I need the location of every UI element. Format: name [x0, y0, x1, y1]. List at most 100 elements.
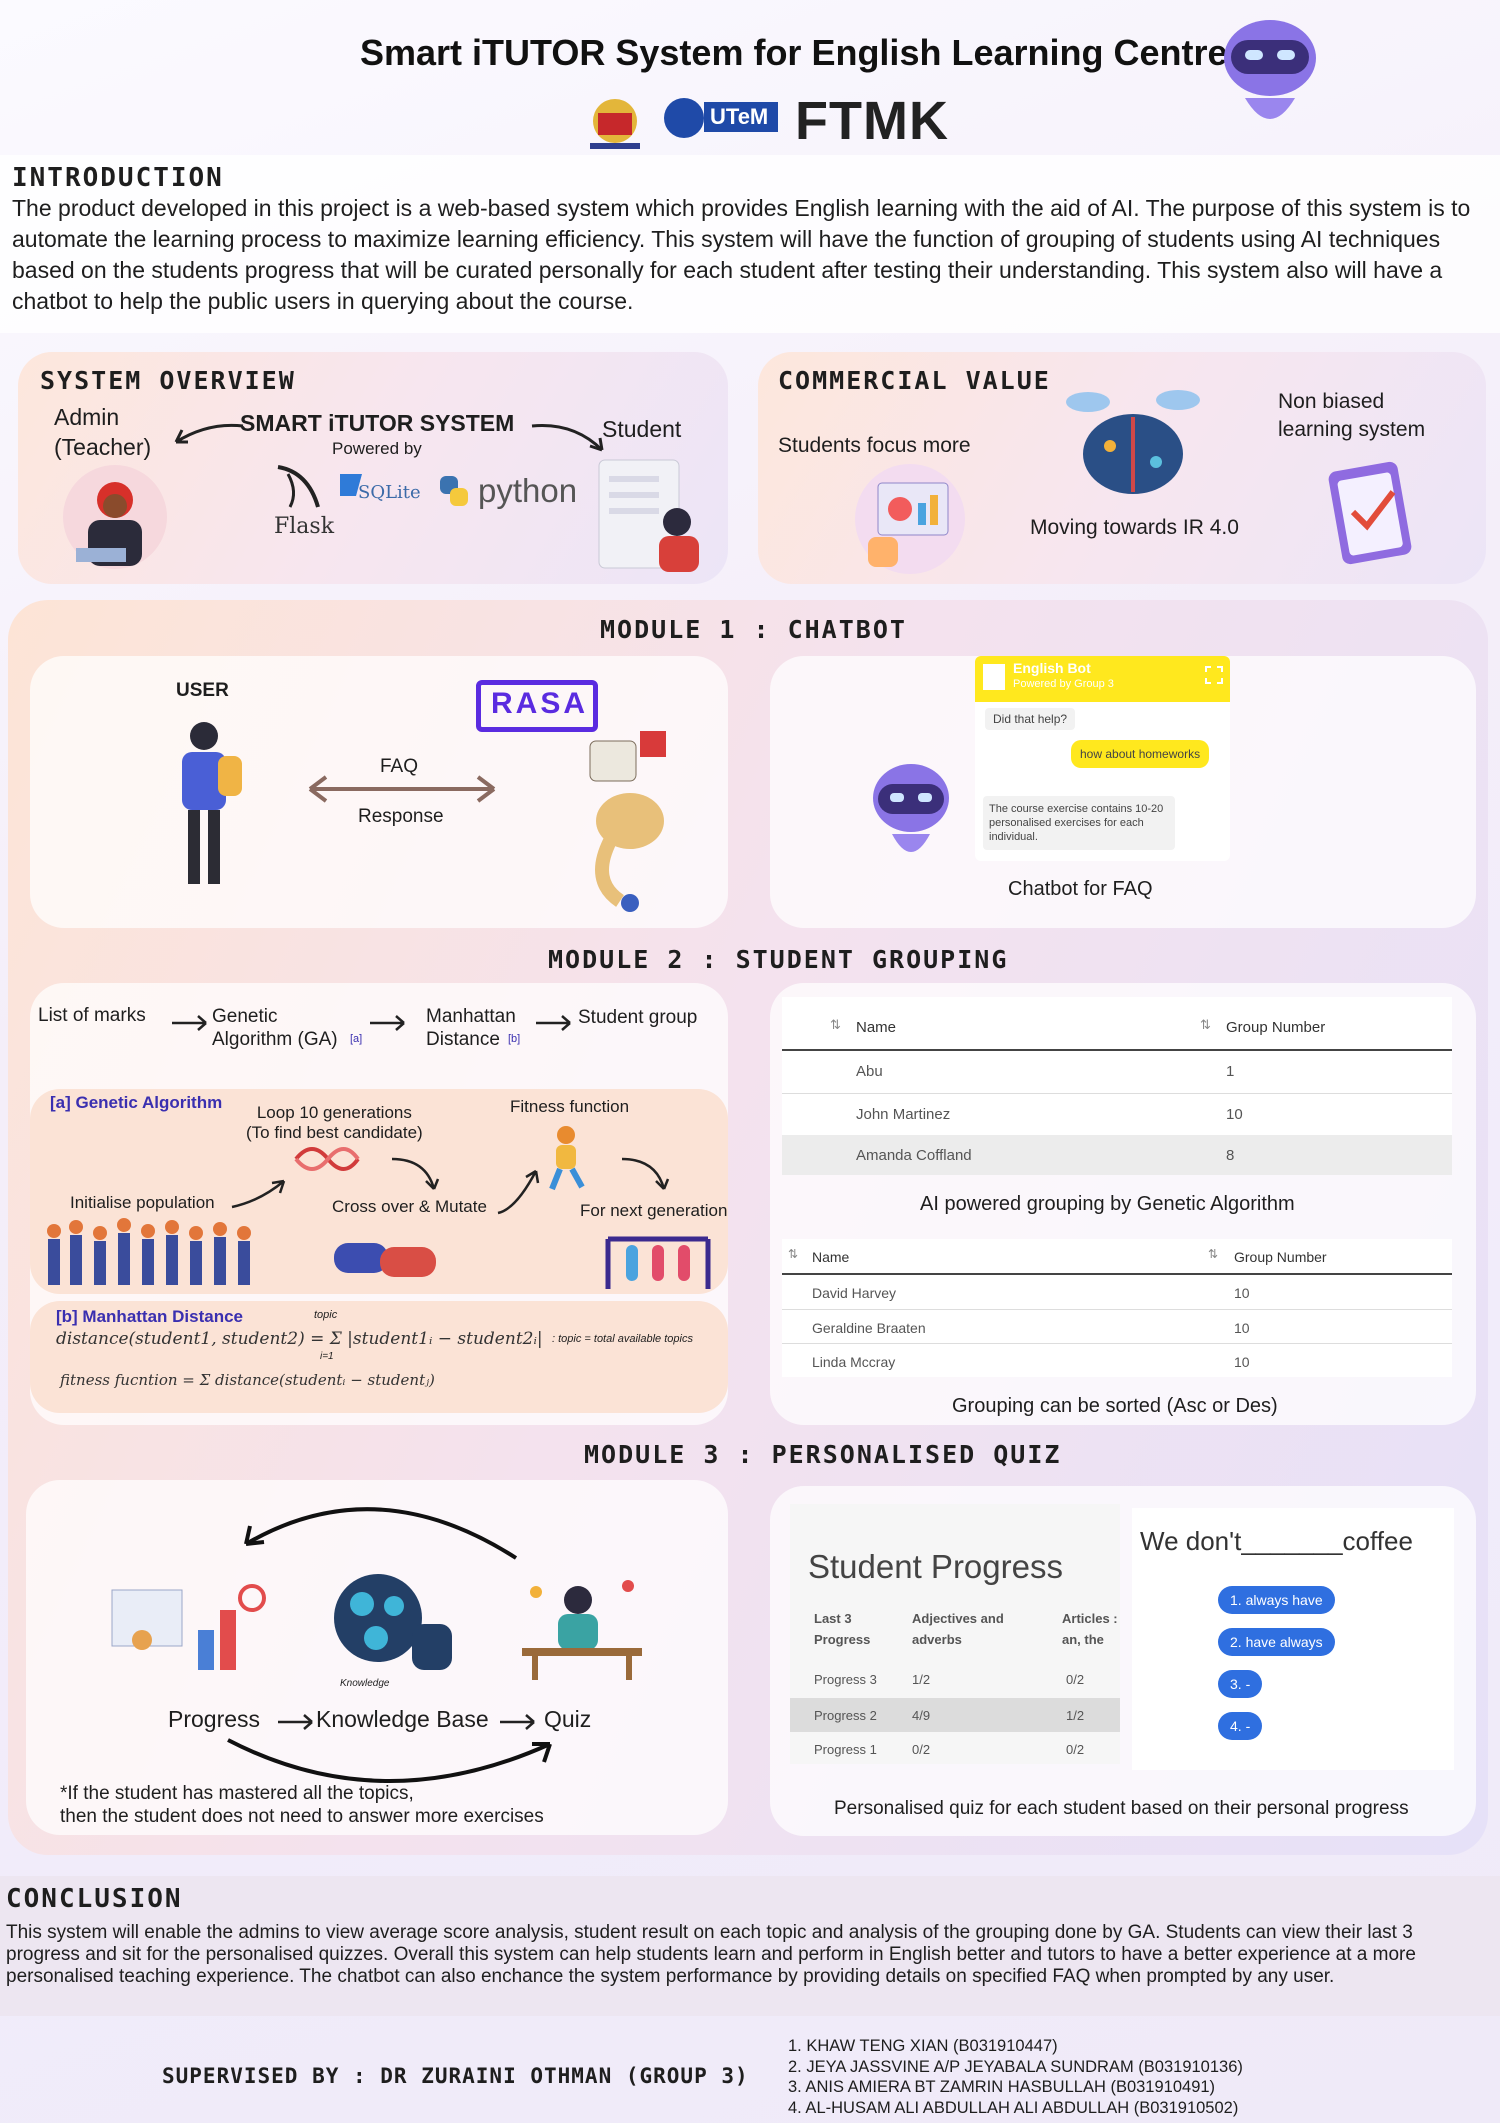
overview-heading: SYSTEM OVERVIEW [40, 366, 296, 395]
sort-icon[interactable]: ⇅ [1200, 1017, 1211, 1032]
quiz-option-3[interactable]: 3. - [1218, 1670, 1263, 1698]
commercial-value-panel: COMMERCIAL VALUE Students focus more Mov… [758, 352, 1486, 584]
team-members: 1. KHAW TENG XIAN (B031910447) 2. JEYA J… [788, 2036, 1243, 2118]
curved-arrow-icon [231, 1179, 286, 1209]
quiz-option-4[interactable]: 4. - [1218, 1712, 1263, 1740]
clipboard-check-icon [1328, 461, 1412, 565]
ga-title: [a] Genetic Algorithm [50, 1093, 223, 1112]
sp-header-art: Articles : an, the [1062, 1611, 1118, 1647]
sp-header-last3: Last 3 Progress [814, 1611, 871, 1647]
poster-title: Smart iTUTOR System for English Learning… [360, 32, 1228, 73]
row-name: John Martinez [856, 1106, 951, 1123]
response-label: Response [358, 806, 444, 827]
user-label: USER [176, 680, 229, 701]
sp-title: Student Progress [808, 1548, 1063, 1585]
md-sum-bot: i=1 [320, 1351, 334, 1362]
quiz-question: We don't_______coffee [1140, 1526, 1413, 1556]
knowledge-head-icon [334, 1574, 452, 1670]
chat-message-user: how about homeworks [1071, 740, 1210, 768]
md-title: [b] Manhattan Distance [56, 1307, 244, 1326]
python-icon [440, 476, 468, 506]
row-group: 10 [1234, 1354, 1250, 1370]
table-row: Linda Mccray 10 [782, 1343, 1452, 1378]
arrow-to-student-icon [531, 424, 604, 452]
system-name: SMART iTUTOR SYSTEM [240, 410, 515, 436]
member-1: 1. KHAW TENG XIAN (B031910447) [788, 2037, 1058, 2055]
table-row: Abu 1 [782, 1051, 1452, 1091]
chat-bot-avatar [983, 664, 1005, 690]
md-note: : topic = total available topics [552, 1333, 693, 1345]
sp-row-art: 1/2 [1066, 1708, 1085, 1723]
chat-message-bot-1: Did that help? [985, 708, 1076, 730]
quiz-option-2[interactable]: 2. have always [1218, 1628, 1335, 1656]
utem-logo-text: UTeM [710, 104, 769, 129]
table2-caption: Grouping can be sorted (Asc or Des) [952, 1395, 1278, 1417]
quiz-footnote: *If the student has mastered all the top… [60, 1783, 544, 1827]
progress-illustration-icon [111, 1584, 266, 1670]
row-name: Geraldine Braaten [812, 1320, 926, 1336]
sort-icon[interactable]: ⇅ [1208, 1247, 1219, 1261]
row-group: 10 [1234, 1320, 1250, 1336]
manhattan-box: [b] Manhattan Distance topic distance(st… [30, 1301, 728, 1413]
table2-header-group[interactable]: Group Number [1234, 1249, 1327, 1265]
row-name: Amanda Coffland [856, 1147, 972, 1164]
focus-illustration-icon [855, 464, 965, 574]
flow-arrow-icon [172, 1015, 207, 1031]
quiz-desk-icon [522, 1580, 642, 1680]
loop-arrow-icon [244, 1507, 518, 1560]
curved-arrow-icon [497, 1169, 540, 1215]
introduction-heading: INTRODUCTION [12, 163, 224, 193]
commercial-heading: COMMERCIAL VALUE [778, 366, 1051, 395]
rasa-bot-illustration-icon [589, 731, 666, 912]
student-progress-card: Student Progress Last 3 Progress Adjecti… [790, 1504, 1120, 1764]
flask-icon [277, 465, 320, 508]
quiz-screenshot-panel: Student Progress Last 3 Progress Adjecti… [770, 1486, 1476, 1836]
python-label: python [478, 472, 578, 509]
crest-logo [580, 95, 650, 153]
return-arrow-icon [227, 1738, 552, 1783]
sp-row-label: Progress 2 [814, 1708, 877, 1723]
sort-icon[interactable]: ⇅ [830, 1017, 841, 1032]
member-2: 2. JEYA JASSVINE A/P JEYABALA SUNDRAM (B… [788, 2057, 1243, 2076]
flow-step-group: Student group [578, 1007, 698, 1028]
sp-row-adj: 0/2 [912, 1742, 931, 1757]
faq-label: FAQ [380, 756, 419, 777]
student-label: Student [602, 416, 682, 442]
grouping-flow-panel: List of marks Genetic Algorithm (GA) [a]… [30, 983, 728, 1425]
quiz-option-1[interactable]: 1. always have [1218, 1586, 1335, 1614]
grouping-table-2: ⇅ Name ⇅ Group Number David Harvey 10 Ge… [782, 1239, 1452, 1377]
table-row: John Martinez 10 [782, 1093, 1452, 1134]
ga-box: [a] Genetic Algorithm Loop 10 generation… [30, 1089, 728, 1294]
ga-init: Initialise population [70, 1193, 215, 1212]
sp-row-adj: 4/9 [912, 1708, 931, 1723]
introduction-band: INTRODUCTION The product developed in th… [0, 155, 1500, 333]
sp-row-art: 0/2 [1066, 1742, 1085, 1757]
chat-subtitle: Powered by Group 3 [1013, 678, 1114, 690]
admin-label: Admin (Teacher) [54, 404, 152, 460]
rasa-logo: RASA [476, 680, 598, 732]
chatbot-robot-icon [873, 764, 949, 852]
chatbot-caption: Chatbot for FAQ [1008, 878, 1153, 900]
fitness-runner-icon [549, 1126, 585, 1191]
table2-header-name[interactable]: Name [812, 1249, 850, 1265]
bias-label: Non biased learning system [1278, 390, 1426, 441]
ga-cross: Cross over & Mutate [332, 1197, 487, 1216]
flow-step-manhattan: Manhattan Distance [426, 1006, 516, 1050]
robot-mascot-icon [1224, 20, 1316, 119]
table-row: Progress 1 0/2 0/2 [790, 1734, 1120, 1764]
member-4: 4. AL-HUSAM ALI ABDULLAH ALI ABDULLAH (B… [788, 2098, 1239, 2117]
table1-header-name[interactable]: Name [856, 1019, 897, 1036]
flow-ref-b: [b] [508, 1033, 521, 1045]
table1-header-group[interactable]: Group Number [1226, 1019, 1326, 1036]
table-row: Geraldine Braaten 10 [782, 1309, 1452, 1344]
table-row: Amanda Coffland 8 [782, 1135, 1452, 1175]
sort-icon[interactable]: ⇅ [788, 1247, 799, 1261]
module1-heading: MODULE 1 : CHATBOT [600, 615, 907, 644]
dna-icon [294, 1147, 360, 1171]
powered-by: Powered by [332, 439, 422, 458]
expand-icon[interactable] [1205, 666, 1223, 684]
row-group: 1 [1226, 1063, 1235, 1080]
ga-loop: Loop 10 generations (To find best candid… [246, 1103, 423, 1142]
bidirectional-arrow-icon [308, 775, 496, 803]
chat-message-bot-2: The course exercise contains 10-20 perso… [983, 796, 1175, 850]
